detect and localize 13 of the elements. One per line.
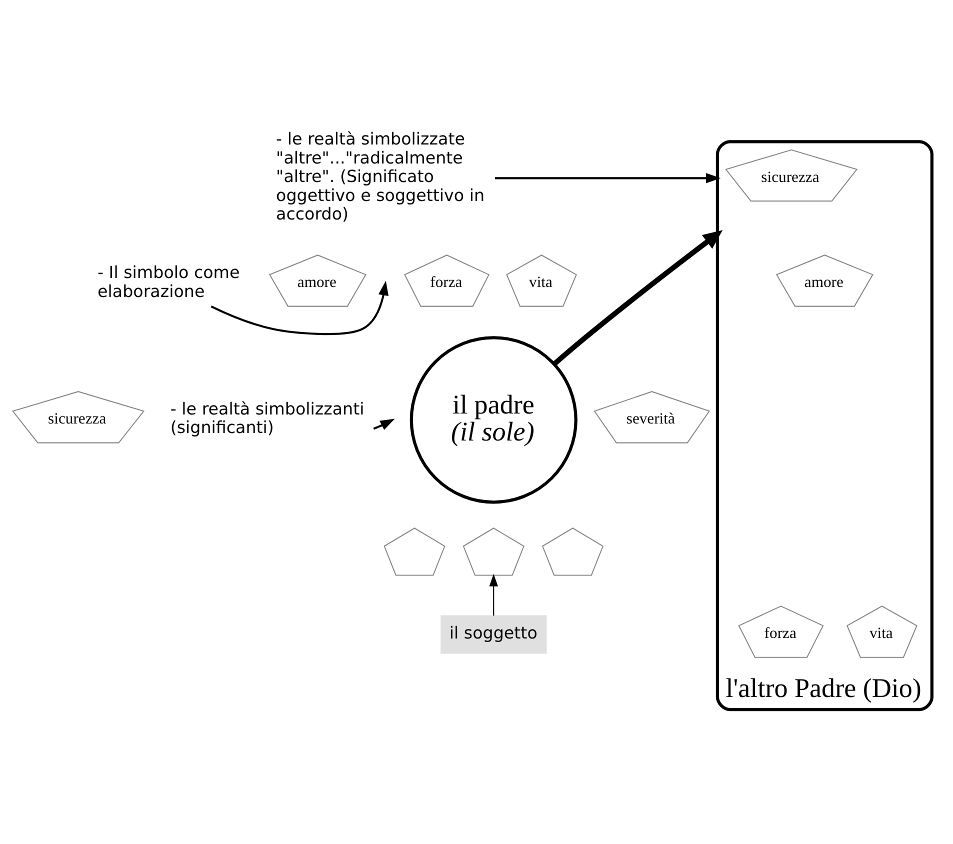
node-text: - le realtà simbolizzanti (significanti): [170, 398, 364, 437]
arrow: [373, 418, 395, 430]
node-circle: il padre (il sole): [410, 336, 578, 504]
node-text: - le realtà simbolizzate "altre"..."radicalmente "altre". (Significato oggettivo e soggettivo in accordo): [276, 129, 485, 224]
arrow: [494, 172, 721, 183]
node-pentagon: [462, 527, 524, 576]
node-pentagon: [542, 527, 604, 576]
arrow: [210, 280, 389, 335]
node-pentagon: [384, 527, 446, 576]
arrow: [489, 573, 498, 616]
node-box: il soggetto: [440, 614, 547, 654]
node-text: - Il simbolo come elaborazione: [98, 262, 240, 300]
arrow: [552, 230, 723, 366]
